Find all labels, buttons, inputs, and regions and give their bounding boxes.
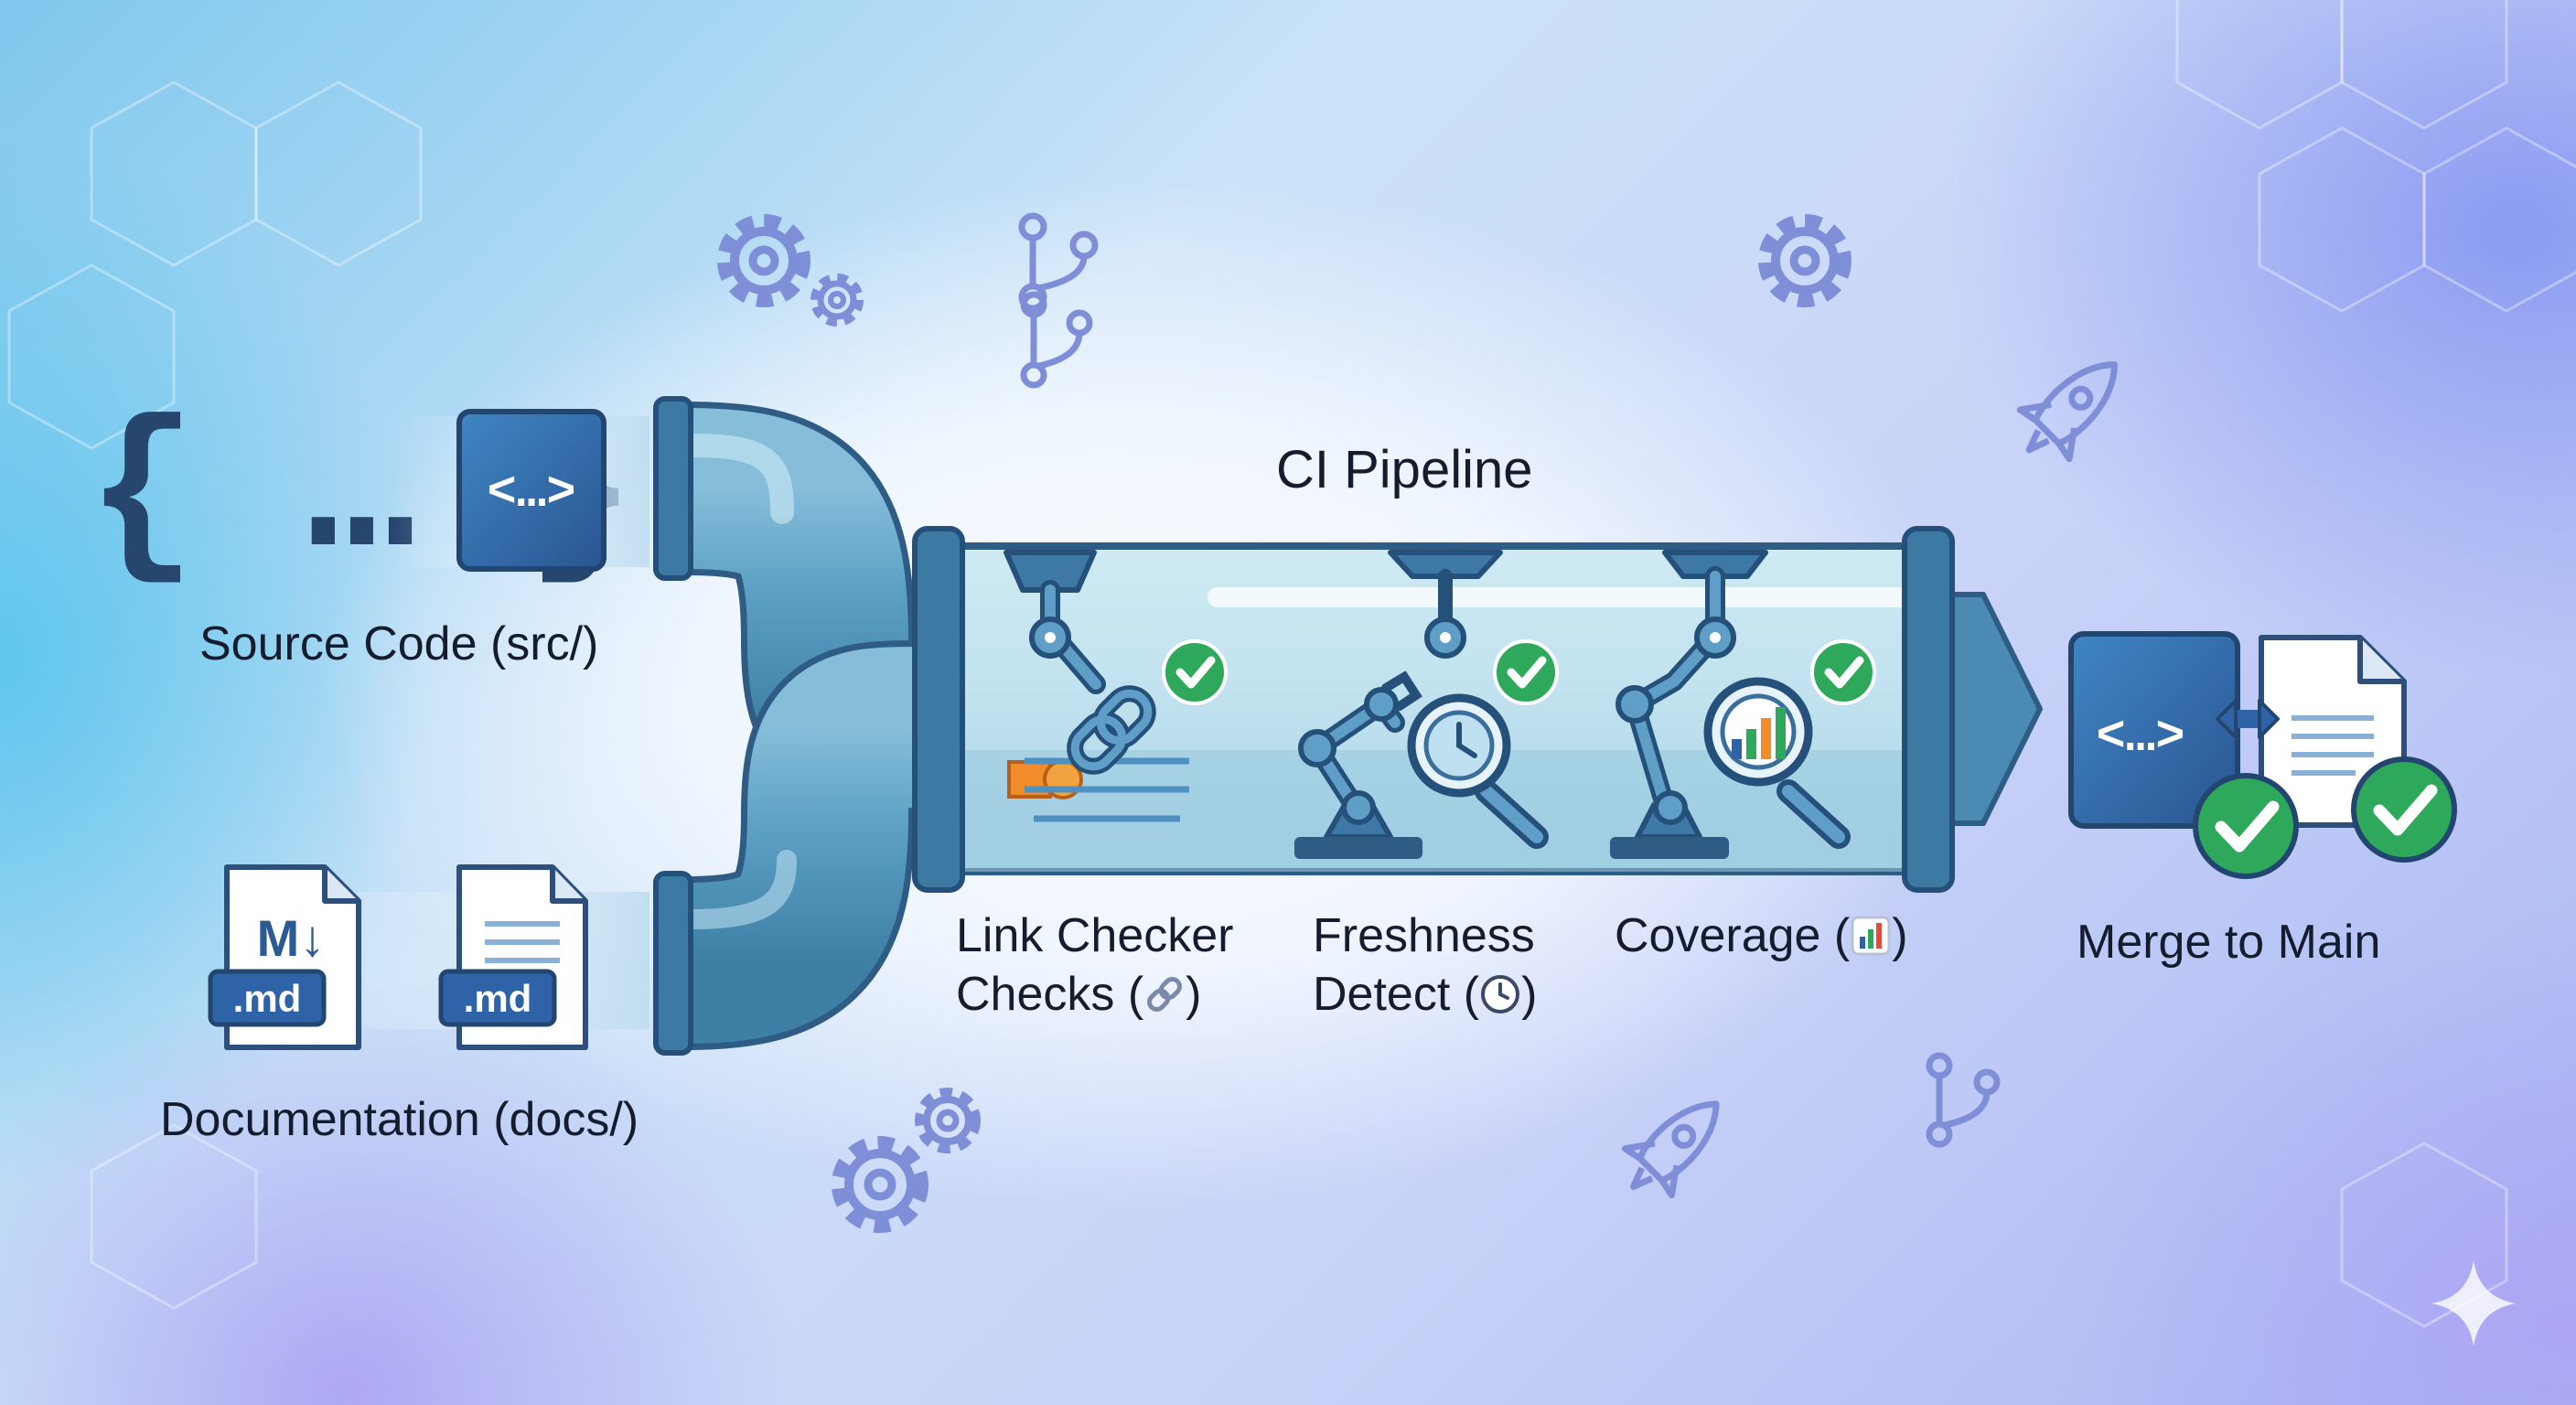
coverage-robot	[1610, 550, 1851, 859]
stage-label-coverage: Coverage ()	[1615, 906, 1908, 965]
background-hexagons	[7, 0, 2576, 1328]
clock-magnifier-icon	[1407, 693, 1549, 849]
md-badge: .md	[233, 977, 302, 1020]
code-tag-tile	[456, 409, 606, 572]
clock-icon	[1481, 975, 1520, 1014]
stage-label-link-checker: Link Checker Checks ()	[956, 906, 1233, 1024]
stage-label-line: Checks ()	[956, 968, 1202, 1021]
gear-icon	[810, 273, 864, 327]
link-icon	[1067, 685, 1156, 775]
pipe-flange	[653, 396, 693, 581]
documentation-label: Documentation (docs/)	[160, 1093, 639, 1146]
merge-pipe	[679, 402, 918, 1050]
pipeline-title: CI Pipeline	[1276, 440, 1533, 499]
pipe-flange	[653, 871, 693, 1056]
check-icon	[1162, 639, 1228, 705]
link-checker-robot	[1004, 550, 1189, 822]
source-code-label: Source Code (src/)	[199, 617, 599, 670]
document-file-icon: .md	[438, 864, 588, 1050]
git-branch-icon	[1926, 1052, 2001, 1148]
markdown-logo-icon: M↓	[257, 909, 326, 967]
bar-chart-icon	[1851, 916, 1891, 956]
code-tag-icon: <…>	[487, 466, 575, 521]
link-icon	[1147, 977, 1183, 1012]
markdown-file-icon: M↓ .md	[208, 864, 361, 1050]
coverage-magnifier-icon	[1703, 677, 1851, 849]
stage-label-line: Link Checker	[956, 909, 1234, 962]
gear-icon	[915, 1088, 981, 1153]
git-branch-icon	[1020, 291, 1093, 389]
rocket-icon	[1621, 1100, 1720, 1199]
gear-icon	[717, 214, 810, 307]
merge-to-main-label: Merge to Main	[2077, 916, 2381, 969]
rocket-icon	[2016, 361, 2118, 463]
stage-label-line: Freshness	[1313, 909, 1535, 962]
check-icon	[1810, 639, 1876, 705]
sync-arrows-icon	[2216, 699, 2280, 739]
gear-icon	[832, 1136, 928, 1233]
gear-icon	[1758, 214, 1852, 307]
sparkle-icon	[2431, 1260, 2516, 1346]
merged-output: <…>	[2068, 631, 2457, 879]
check-icon	[2351, 756, 2457, 863]
stage-label-freshness: Freshness Detect ()	[1313, 906, 1537, 1024]
stage-label-line: Detect ()	[1313, 968, 1538, 1021]
check-icon	[1493, 639, 1559, 705]
freshness-robot	[1294, 550, 1549, 859]
stage-label-line: Coverage ()	[1615, 909, 1908, 962]
check-icon	[2193, 773, 2299, 879]
md-badge: .md	[464, 977, 532, 1020]
code-tag-icon: <…>	[2096, 710, 2184, 766]
